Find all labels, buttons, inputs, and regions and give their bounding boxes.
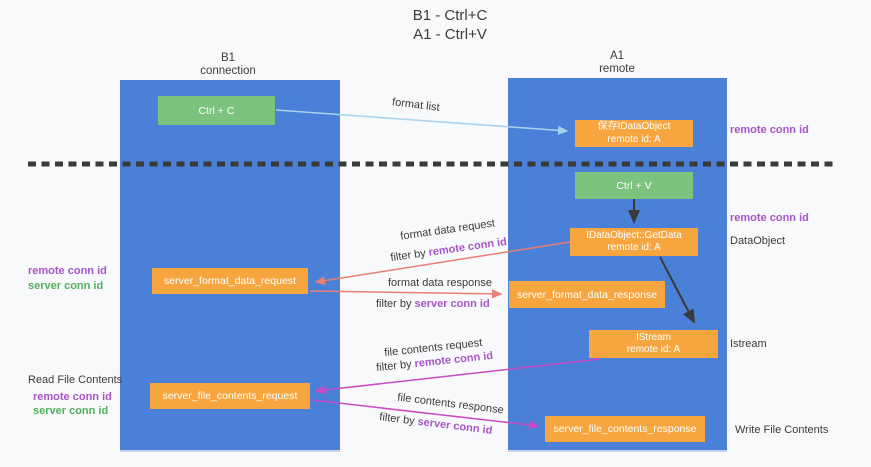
annotation-read-file-contents: Read File Contents bbox=[28, 374, 123, 386]
istream-line2: remote id: A bbox=[626, 344, 681, 355]
server-conn-id-text: server conn id bbox=[414, 298, 490, 310]
istream-line1: IStream bbox=[635, 331, 671, 343]
node-server-file-contents-response: server_file_contents_response bbox=[545, 416, 705, 442]
node-server-file-contents-request: server_file_contents_request bbox=[150, 383, 310, 409]
remote-conn-id-text: remote conn id bbox=[427, 235, 508, 259]
lane-a1-name: A1 bbox=[609, 50, 625, 62]
node-idataobject-getdata: IDataObject::GetData remote id: A bbox=[570, 228, 698, 256]
lane-b1-subtitle: connection bbox=[200, 65, 256, 77]
annotation-left-server-conn-id: server conn id bbox=[28, 280, 104, 292]
lane-b1-name: B1 bbox=[220, 52, 236, 64]
getdata-line2: remote id: A bbox=[607, 242, 661, 253]
getdata-line1: IDataObject::GetData bbox=[586, 229, 682, 241]
lane-header-a1: A1 remote bbox=[547, 50, 687, 76]
node-saved-dataobject: 保存IDataObject remote id: A bbox=[575, 120, 693, 147]
server-conn-id-text: server conn id bbox=[416, 415, 493, 437]
node-ctrl-c: Ctrl + C bbox=[158, 96, 275, 125]
filter-by-text: filter by bbox=[378, 411, 416, 428]
annotation-right-top-remote-conn-id: remote conn id bbox=[730, 124, 809, 136]
annotation-left-remote-conn-id: remote conn id bbox=[28, 265, 107, 277]
annotation-right-mid-remote-conn-id: remote conn id bbox=[730, 212, 809, 224]
title-line-1: B1 - Ctrl+C bbox=[412, 7, 488, 24]
node-server-format-data-response: server_format_data_response bbox=[509, 281, 665, 308]
node-istream: IStream remote id: A bbox=[589, 330, 718, 358]
annotation-dataobject: DataObject bbox=[730, 235, 786, 247]
title-line-2: A1 - Ctrl+V bbox=[413, 26, 487, 43]
edge-label-file-contents-response: file contents response bbox=[396, 391, 505, 417]
filter-by-text: filter by bbox=[375, 358, 413, 375]
filter-by-text: filter by bbox=[389, 247, 427, 265]
node-ctrl-v: Ctrl + V bbox=[575, 172, 693, 199]
annotation-write-file-contents: Write File Contents bbox=[735, 424, 829, 436]
diagram-title: B1 - Ctrl+C A1 - Ctrl+V bbox=[300, 6, 600, 44]
node-server-format-data-request: server_format_data_request bbox=[152, 268, 308, 294]
annotation-left-bottom-remote-conn-id: remote conn id bbox=[33, 391, 112, 403]
edge-label-format-list: format list bbox=[391, 96, 441, 114]
lane-header-b1: B1 connection bbox=[158, 52, 298, 78]
saved-dataobject-line1: 保存IDataObject bbox=[597, 121, 671, 132]
annotation-istream: Istream bbox=[730, 338, 767, 350]
filter-by-text: filter by bbox=[376, 298, 412, 310]
annotation-left-bottom-server-conn-id: server conn id bbox=[33, 405, 109, 417]
saved-dataobject-line2: remote id: A bbox=[607, 133, 661, 145]
lane-a1-subtitle: remote bbox=[599, 63, 635, 75]
edge-label-format-data-response: format data response bbox=[388, 277, 492, 289]
